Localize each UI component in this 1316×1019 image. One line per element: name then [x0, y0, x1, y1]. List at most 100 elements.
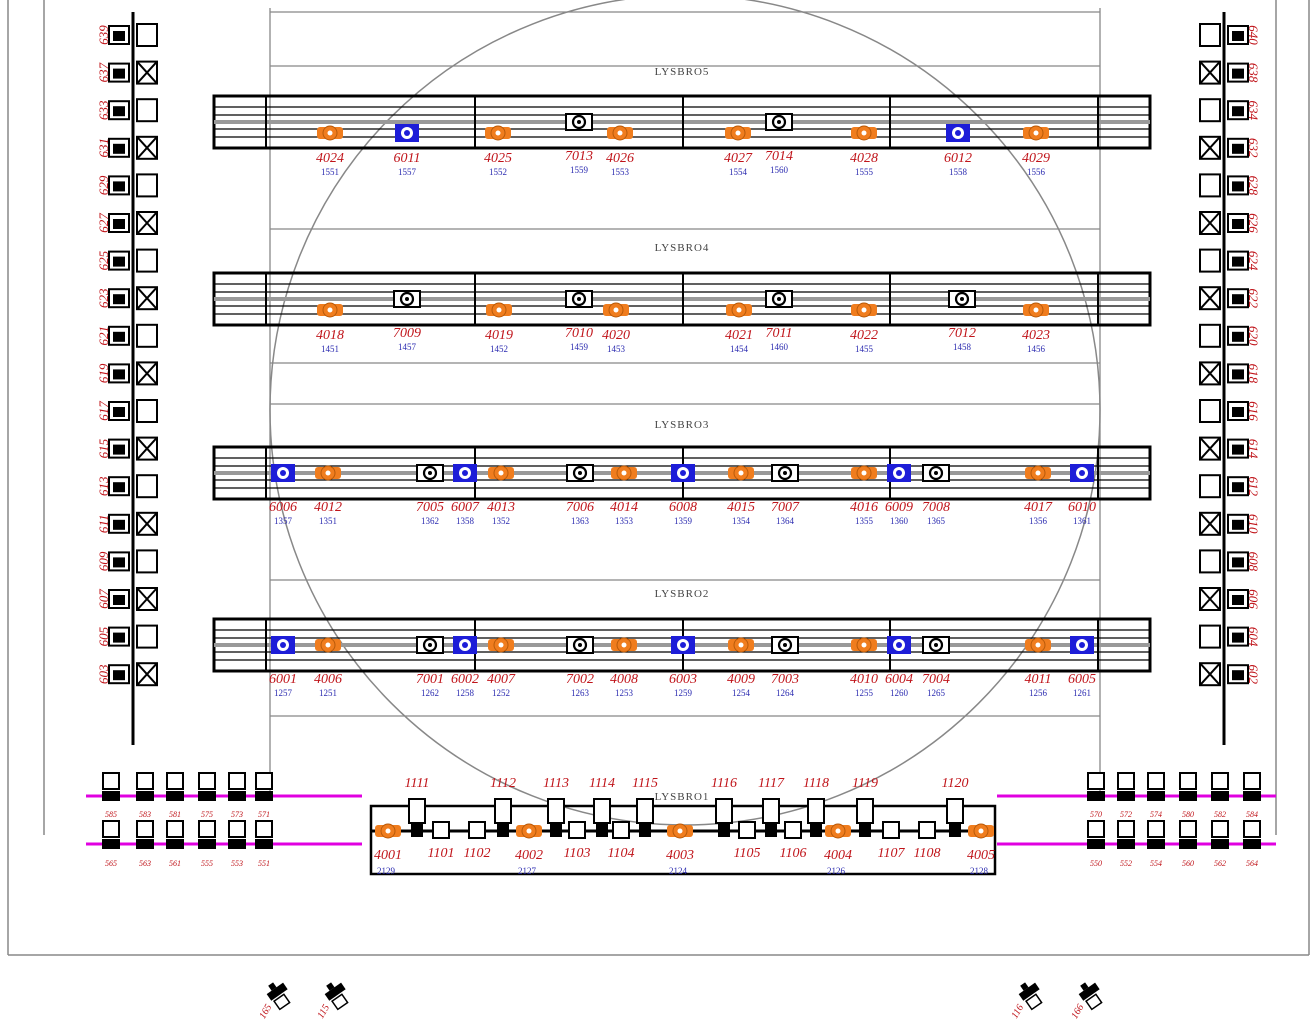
lower-actuator[interactable]: [1147, 820, 1165, 849]
actuator-unit[interactable]: [108, 511, 158, 536]
lysbro1-box[interactable]: [784, 821, 802, 839]
valve-4024[interactable]: [317, 125, 343, 141]
valve-4016[interactable]: [851, 465, 877, 481]
actuator-unit[interactable]: [108, 624, 158, 649]
actuator-unit[interactable]: [108, 60, 158, 85]
valve-6008[interactable]: [671, 464, 695, 482]
valve-6006[interactable]: [271, 464, 295, 482]
valve-4020[interactable]: [603, 302, 629, 318]
lower-actuator[interactable]: [1117, 820, 1135, 849]
valve-6001[interactable]: [271, 636, 295, 654]
actuator-unit[interactable]: [108, 436, 158, 461]
valve-4015[interactable]: [728, 465, 754, 481]
lysbro1-cylinder[interactable]: [408, 798, 426, 837]
actuator-unit[interactable]: [108, 286, 158, 311]
valve-7001[interactable]: [416, 636, 444, 654]
valve-4010[interactable]: [851, 637, 877, 653]
valve-4014[interactable]: [611, 465, 637, 481]
actuator-unit[interactable]: [108, 135, 158, 160]
valve-4022[interactable]: [851, 302, 877, 318]
valve-6003[interactable]: [671, 636, 695, 654]
valve-6007[interactable]: [453, 464, 477, 482]
valve-4007[interactable]: [488, 637, 514, 653]
actuator-unit[interactable]: [108, 549, 158, 574]
actuator-unit[interactable]: [1199, 624, 1249, 649]
valve-4012[interactable]: [315, 465, 341, 481]
lysbro1-cylinder[interactable]: [946, 798, 964, 837]
actuator-unit[interactable]: [1199, 662, 1249, 687]
actuator-unit[interactable]: [108, 474, 158, 499]
actuator-unit[interactable]: [1199, 60, 1249, 85]
valve-7011[interactable]: [765, 290, 793, 308]
valve-4002[interactable]: [516, 823, 542, 839]
actuator-unit[interactable]: [108, 23, 158, 47]
valve-7003[interactable]: [771, 636, 799, 654]
lysbro1-box[interactable]: [738, 821, 756, 839]
valve-4013[interactable]: [488, 465, 514, 481]
valve-4004[interactable]: [825, 823, 851, 839]
valve-7002[interactable]: [566, 636, 594, 654]
lower-actuator[interactable]: [102, 772, 120, 801]
lower-actuator[interactable]: [228, 772, 246, 801]
actuator-unit[interactable]: [1199, 436, 1249, 461]
valve-6011[interactable]: [395, 124, 419, 142]
valve-4006[interactable]: [315, 637, 341, 653]
actuator-unit[interactable]: [1199, 549, 1249, 574]
valve-4009[interactable]: [728, 637, 754, 653]
valve-6004[interactable]: [887, 636, 911, 654]
actuator-unit[interactable]: [1199, 98, 1249, 123]
lower-actuator[interactable]: [136, 772, 154, 801]
lysbro1-box[interactable]: [432, 821, 450, 839]
lower-actuator[interactable]: [1147, 772, 1165, 801]
lysbro1-cylinder[interactable]: [636, 798, 654, 837]
lower-actuator[interactable]: [166, 772, 184, 801]
lower-actuator[interactable]: [1087, 820, 1105, 849]
valve-6009[interactable]: [887, 464, 911, 482]
valve-7013[interactable]: [565, 113, 593, 131]
valve-4025[interactable]: [485, 125, 511, 141]
valve-6002[interactable]: [453, 636, 477, 654]
lower-actuator[interactable]: [255, 820, 273, 849]
valve-7007[interactable]: [771, 464, 799, 482]
actuator-unit[interactable]: [108, 211, 158, 235]
actuator-unit[interactable]: [1199, 248, 1249, 273]
actuator-unit[interactable]: [108, 248, 158, 273]
actuator-unit[interactable]: [108, 399, 158, 423]
lower-actuator[interactable]: [1211, 820, 1229, 849]
actuator-unit[interactable]: [1199, 23, 1249, 47]
lysbro1-cylinder[interactable]: [547, 798, 565, 837]
lysbro1-box[interactable]: [918, 821, 936, 839]
lower-actuator[interactable]: [1179, 772, 1197, 801]
lower-actuator[interactable]: [136, 820, 154, 849]
lower-actuator[interactable]: [1211, 772, 1229, 801]
valve-4028[interactable]: [851, 125, 877, 141]
lysbro1-cylinder[interactable]: [593, 798, 611, 837]
lower-actuator[interactable]: [1243, 820, 1261, 849]
lysbro1-box[interactable]: [568, 821, 586, 839]
actuator-unit[interactable]: [1199, 361, 1249, 386]
actuator-unit[interactable]: [1199, 474, 1249, 499]
actuator-unit[interactable]: [1199, 286, 1249, 311]
lower-actuator[interactable]: [102, 820, 120, 849]
actuator-unit[interactable]: [1199, 173, 1249, 198]
actuator-unit[interactable]: [108, 361, 158, 386]
valve-4017[interactable]: [1025, 465, 1051, 481]
valve-4026[interactable]: [607, 125, 633, 141]
lysbro1-cylinder[interactable]: [762, 798, 780, 837]
lysbro1-cylinder[interactable]: [494, 798, 512, 837]
valve-7010[interactable]: [565, 290, 593, 308]
valve-7009[interactable]: [393, 290, 421, 308]
lysbro1-box[interactable]: [612, 821, 630, 839]
valve-4027[interactable]: [725, 125, 751, 141]
actuator-unit[interactable]: [1199, 323, 1249, 348]
valve-7014[interactable]: [765, 113, 793, 131]
valve-4019[interactable]: [486, 302, 512, 318]
lower-actuator[interactable]: [198, 820, 216, 849]
valve-7004[interactable]: [922, 636, 950, 654]
valve-4029[interactable]: [1023, 125, 1049, 141]
valve-7006[interactable]: [566, 464, 594, 482]
valve-4008[interactable]: [611, 637, 637, 653]
lysbro1-cylinder[interactable]: [856, 798, 874, 837]
valve-6010[interactable]: [1070, 464, 1094, 482]
valve-4005[interactable]: [968, 823, 994, 839]
